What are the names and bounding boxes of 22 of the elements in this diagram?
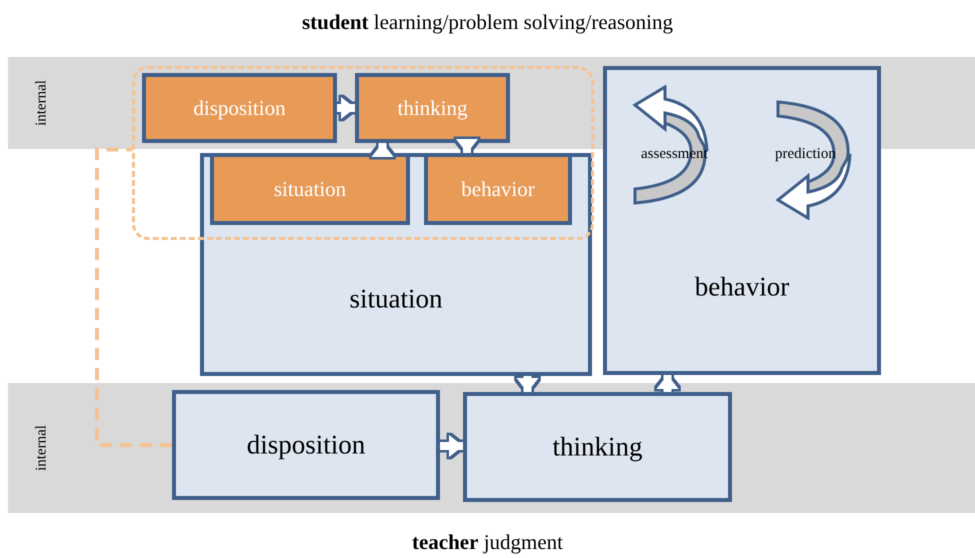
box-label: situation	[350, 283, 442, 314]
diagram-caption: teacher judgment	[410, 530, 564, 555]
box-label: situation	[274, 176, 346, 202]
block-arrow	[372, 143, 394, 157]
dashed-group-outline	[132, 66, 594, 240]
process-box	[463, 392, 732, 502]
process-box	[142, 73, 337, 143]
block-arrow	[440, 435, 463, 457]
process-box	[603, 66, 881, 375]
band-label: internal	[34, 425, 50, 471]
diagram-title: student learning/problem solving/reasoning	[301, 10, 674, 35]
box-label: disposition	[193, 96, 286, 120]
box-label: behavior	[694, 271, 790, 302]
box-label: behavior	[461, 176, 535, 202]
process-box	[355, 73, 510, 143]
box-label: thinking	[397, 96, 468, 120]
band-label: internal	[34, 80, 50, 126]
box-label: disposition	[246, 430, 366, 460]
box-label: thinking	[552, 432, 642, 462]
dashed-connector	[95, 148, 172, 447]
block-arrow	[337, 97, 355, 119]
process-box	[172, 390, 440, 500]
